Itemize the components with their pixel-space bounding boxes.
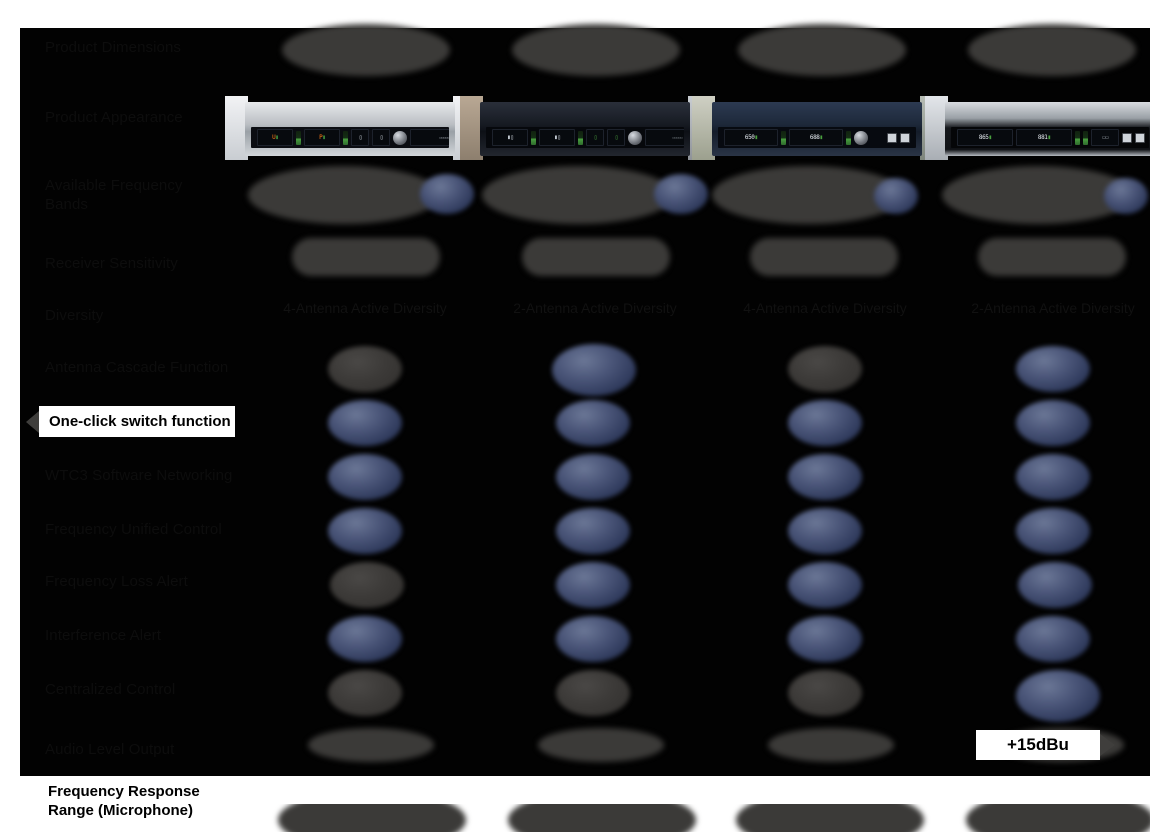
cell-dimensions-col4 xyxy=(968,24,1136,76)
callout-pointer-icon xyxy=(1100,734,1115,756)
cell-audio-level-col2 xyxy=(538,728,664,762)
row-label-centralized-control: Centralized Control xyxy=(45,681,176,698)
cell-antenna-cascade-col4 xyxy=(1016,346,1090,392)
row-label-product-appearance: Product Appearance xyxy=(45,109,183,126)
cell-frequency-bands-col4 xyxy=(942,166,1134,224)
cell-audio-level-col3 xyxy=(768,728,894,762)
cell-frequency-bands-col3 xyxy=(712,166,904,224)
comparison-table-panel: Product Dimensions Product Appearance Av… xyxy=(20,24,1150,832)
cell-freq-unified-col3 xyxy=(788,508,862,554)
cell-frequency-bands-mark-col4 xyxy=(1104,178,1148,214)
cell-centralized-col1 xyxy=(328,670,402,716)
cell-frequency-bands-mark-col2 xyxy=(654,174,708,214)
cell-freq-unified-col4 xyxy=(1016,508,1090,554)
callout-one-click-switch-function[interactable]: One-click switch function xyxy=(26,406,235,437)
row-label-line2: Bands xyxy=(45,196,89,213)
cell-antenna-cascade-col2 xyxy=(552,344,636,396)
cell-freq-unified-col2 xyxy=(556,508,630,554)
cell-sensitivity-col3 xyxy=(750,238,898,276)
row-label-wtc3-software-networking: WTC3 Software Networking xyxy=(45,467,233,484)
product-image-col1: U▮ P▮ ▯ ▯ ▭▭▭▭▭▭ xyxy=(225,96,475,160)
row-label-diversity: Diversity xyxy=(45,307,104,324)
cell-diversity-col2: 2-Antenna Active Diversity xyxy=(513,300,677,316)
cell-freq-loss-col4 xyxy=(1018,562,1092,608)
row-label-frequency-loss-alert: Frequency Loss Alert xyxy=(45,573,188,590)
cell-sensitivity-col4 xyxy=(978,238,1126,276)
product-image-col2: ▮▯ ▮▯ ▯ ▯ ▭▭▭▭▭ xyxy=(460,96,710,160)
cell-sensitivity-col1 xyxy=(292,238,440,276)
cell-wtc3-col4 xyxy=(1016,454,1090,500)
cell-wtc3-col3 xyxy=(788,454,862,500)
cell-interference-col4 xyxy=(1016,616,1090,662)
cell-wtc3-col2 xyxy=(556,454,630,500)
callout-freq-response-line1: Frequency Response xyxy=(48,783,200,800)
cell-frequency-bands-col2 xyxy=(482,166,674,224)
cell-sensitivity-col2 xyxy=(522,238,670,276)
cell-diversity-col3: 4-Antenna Active Diversity xyxy=(743,300,907,316)
cell-audio-level-col1 xyxy=(308,728,434,762)
cell-diversity-col4: 2-Antenna Active Diversity xyxy=(971,300,1135,316)
cell-freq-loss-col2 xyxy=(556,562,630,608)
cell-centralized-col3 xyxy=(788,670,862,716)
row-label-product-dimensions: Product Dimensions xyxy=(45,39,182,56)
row-label-interference-alert: Interference Alert xyxy=(45,627,162,644)
row-label-frequency-unified-control: Frequency Unified Control xyxy=(45,521,222,538)
cell-one-click-col1 xyxy=(328,400,402,446)
cell-dimensions-col3 xyxy=(738,24,906,76)
product-image-col4: 865▮ 881▮ ▭▭ xyxy=(925,96,1150,160)
cell-diversity-col1: 4-Antenna Active Diversity xyxy=(283,300,447,316)
cell-centralized-col4 xyxy=(1016,670,1100,722)
row-label-available-frequency-bands: Available Frequency Bands xyxy=(45,176,260,214)
cell-freq-unified-col1 xyxy=(328,508,402,554)
cell-dimensions-col2 xyxy=(512,24,680,76)
cell-antenna-cascade-col3 xyxy=(788,346,862,392)
row-label-audio-level-output: Audio Level Output xyxy=(45,741,175,758)
product-image-col3: 650▮ 688▮ xyxy=(692,96,942,160)
cell-frequency-bands-col1 xyxy=(248,166,440,224)
cell-antenna-cascade-col1 xyxy=(328,346,402,392)
cell-frequency-bands-mark-col3 xyxy=(874,178,918,214)
cell-interference-col2 xyxy=(556,616,630,662)
callout-audio-level-value[interactable]: +15dBu xyxy=(976,730,1115,760)
callout-one-click-label: One-click switch function xyxy=(49,413,231,430)
callout-audio-level-label: +15dBu xyxy=(1007,735,1069,754)
cell-centralized-col2 xyxy=(556,670,630,716)
row-label-receiver-sensitivity: Receiver Sensitivity xyxy=(45,255,178,272)
callout-pointer-icon xyxy=(26,410,39,433)
cell-interference-col3 xyxy=(788,616,862,662)
cell-one-click-col4 xyxy=(1016,400,1090,446)
callout-freq-response-line2: Range (Microphone) xyxy=(48,802,193,819)
cell-freq-loss-col3 xyxy=(788,562,862,608)
cell-dimensions-col1 xyxy=(282,24,450,76)
cell-interference-col1 xyxy=(328,616,402,662)
row-label-antenna-cascade-function: Antenna Cascade Function xyxy=(45,359,229,376)
cell-one-click-col2 xyxy=(556,400,630,446)
cell-one-click-col3 xyxy=(788,400,862,446)
cell-freq-loss-col1 xyxy=(330,562,404,608)
callout-frequency-response-range[interactable]: Frequency Response Range (Microphone) xyxy=(40,778,240,832)
row-label-line1: Available Frequency xyxy=(45,177,183,194)
cell-frequency-bands-mark-col1 xyxy=(420,174,474,214)
cell-wtc3-col1 xyxy=(328,454,402,500)
